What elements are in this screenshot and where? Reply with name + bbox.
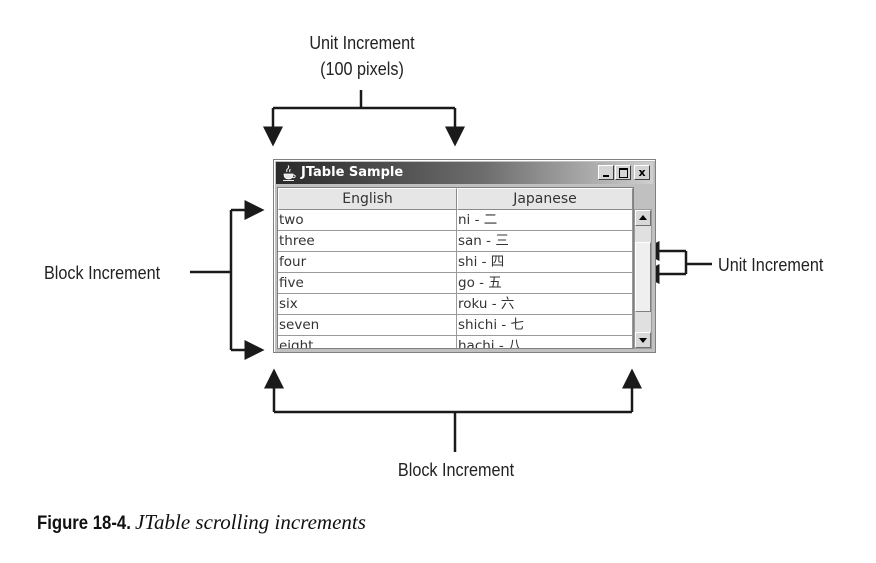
- window-titlebar[interactable]: JTable Sample x: [276, 162, 653, 184]
- close-icon: x: [638, 166, 646, 179]
- scroll-down-button[interactable]: [635, 332, 651, 348]
- vertical-scrollbar[interactable]: [634, 209, 652, 349]
- top-bracket-line: [273, 90, 455, 110]
- callout-subtitle: (100 pixels): [320, 59, 404, 79]
- cell-japanese[interactable]: san - 三: [457, 231, 633, 251]
- cell-japanese[interactable]: roku - 六: [457, 294, 633, 314]
- scrollbar-thumb[interactable]: [635, 242, 651, 312]
- bottom-bracket-line: [274, 410, 632, 452]
- cell-english[interactable]: four: [278, 252, 457, 272]
- figure-label: Figure 18-4.: [37, 513, 131, 534]
- figure-title: JTable scrolling increments: [134, 510, 366, 534]
- right-bracket-line: [684, 251, 712, 274]
- column-header-english[interactable]: English: [278, 188, 457, 210]
- callout-title: Unit Increment: [309, 33, 415, 53]
- cell-japanese[interactable]: go - 五: [457, 273, 633, 293]
- cell-english[interactable]: two: [278, 210, 457, 230]
- cell-japanese[interactable]: shichi - 七: [457, 315, 633, 335]
- column-header-japanese[interactable]: Japanese: [457, 188, 633, 210]
- maximize-button[interactable]: [615, 165, 631, 180]
- table-header: English Japanese: [278, 188, 633, 210]
- minimize-button[interactable]: [598, 165, 614, 180]
- cell-english[interactable]: six: [278, 294, 457, 314]
- arrow-up-icon: [639, 215, 647, 220]
- arrow-down-icon: [639, 338, 647, 343]
- minimize-icon: [603, 175, 609, 177]
- cell-english[interactable]: three: [278, 231, 457, 251]
- scroll-up-button[interactable]: [635, 210, 651, 226]
- block-increment-left-callout: Block Increment: [44, 263, 161, 283]
- figure-caption: Figure 18-4. JTable scrolling increments: [37, 510, 366, 535]
- java-cup-icon[interactable]: [280, 164, 298, 182]
- cell-english[interactable]: eight: [278, 336, 457, 348]
- cell-japanese[interactable]: shi - 四: [457, 252, 633, 272]
- maximize-icon: [619, 168, 628, 178]
- cell-japanese[interactable]: ni - 二: [457, 210, 633, 230]
- cell-english[interactable]: five: [278, 273, 457, 293]
- cell-english[interactable]: seven: [278, 315, 457, 335]
- window-title: JTable Sample: [301, 165, 404, 180]
- unit-increment-top-callout: Unit Increment (100 pixels): [272, 30, 452, 82]
- left-bracket-line: [190, 210, 233, 350]
- unit-increment-right-callout: Unit Increment: [718, 255, 824, 275]
- close-button[interactable]: x: [634, 165, 650, 180]
- block-increment-bottom-callout: Block Increment: [397, 460, 515, 480]
- cell-japanese[interactable]: hachi - 八: [457, 336, 633, 348]
